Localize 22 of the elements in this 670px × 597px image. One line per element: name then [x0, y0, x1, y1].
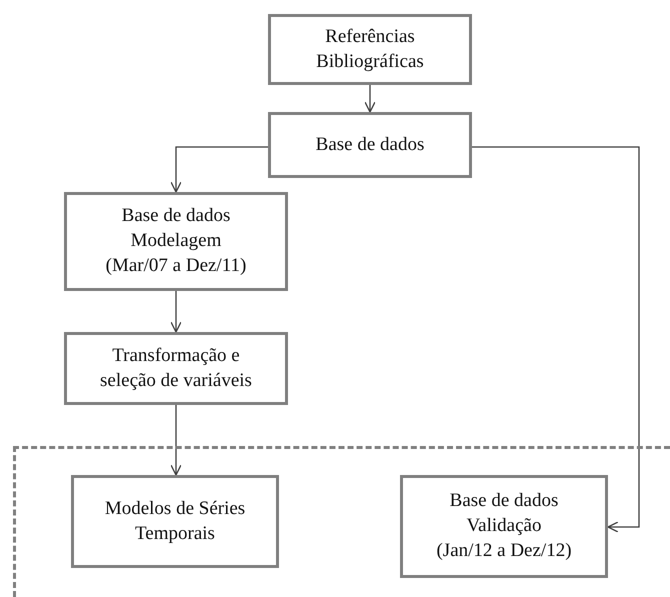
arrow	[170, 146, 268, 193]
arrow	[170, 405, 182, 476]
node-label: Modelos de Séries Temporais	[104, 496, 246, 546]
arrow	[170, 291, 182, 333]
node-label: Transformação e seleção de variáveis	[99, 344, 253, 392]
node-label: (Mar/07 a Dez/11)	[104, 254, 248, 278]
node-label: Validação	[466, 514, 542, 538]
node-label: (Jan/12 a Dez/12)	[435, 538, 573, 563]
node-label: Base de dados	[314, 132, 426, 157]
dashed-region	[13, 446, 670, 597]
node-label: Referências Bibliográficas	[315, 24, 425, 74]
process-box	[71, 475, 279, 568]
node-label: Modelagem	[130, 229, 222, 254]
arrow	[472, 146, 640, 533]
process-box	[400, 475, 608, 578]
node-label: Base de dados	[448, 489, 560, 514]
arrow	[364, 85, 376, 113]
process-box	[268, 112, 472, 178]
process-box	[268, 14, 472, 85]
node-label: Base de dados	[120, 204, 232, 228]
process-box	[64, 192, 288, 291]
process-box	[64, 332, 288, 405]
